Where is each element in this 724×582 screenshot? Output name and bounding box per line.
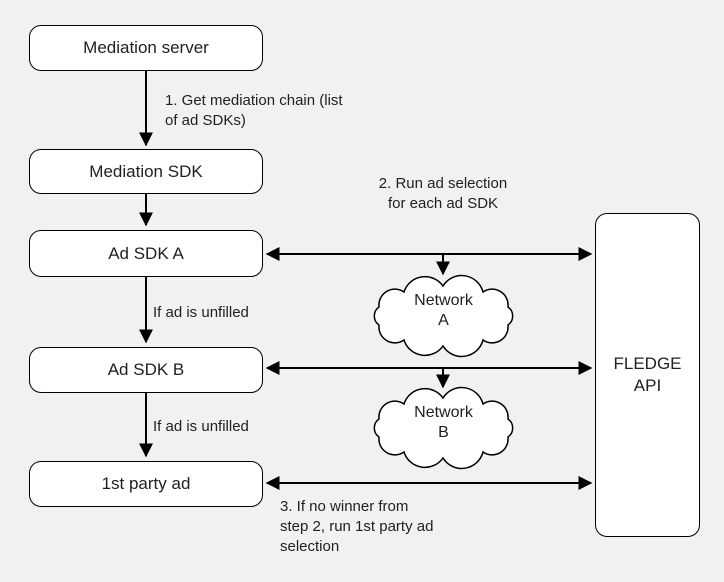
annotation-step3: 3. If no winner from step 2, run 1st par… — [280, 498, 434, 555]
network-a-letter: A — [438, 312, 449, 329]
node-fledge-api-label: FLEDGE API — [613, 354, 682, 395]
network-a-name: Network — [414, 292, 473, 309]
annotation-unfilled-b: If ad is unfilled — [153, 418, 249, 435]
node-mediation-server: Mediation server — [29, 25, 263, 71]
node-ad-sdk-a-label: Ad SDK A — [108, 243, 184, 263]
network-b-name: Network — [414, 404, 473, 421]
node-fledge-api: FLEDGE API — [595, 213, 700, 537]
annotation-unfilled-a: If ad is unfilled — [153, 304, 249, 321]
node-first-party-ad: 1st party ad — [29, 461, 263, 507]
node-ad-sdk-a: Ad SDK A — [29, 230, 263, 277]
annotation-step2: 2. Run ad selection for each ad SDK — [378, 175, 508, 212]
network-b-letter: B — [438, 424, 449, 441]
node-mediation-sdk: Mediation SDK — [29, 149, 263, 194]
network-b-cloud — [373, 386, 514, 470]
annotation-step1: 1. Get mediation chain (list of ad SDKs) — [165, 92, 343, 129]
node-mediation-server-label: Mediation server — [83, 38, 209, 57]
node-first-party-ad-label: 1st party ad — [101, 474, 191, 493]
node-ad-sdk-b-label: Ad SDK B — [107, 360, 185, 379]
network-b-label: Network B — [371, 403, 516, 443]
node-mediation-sdk-label: Mediation SDK — [89, 161, 203, 181]
network-a-cloud — [373, 274, 514, 358]
network-a-label: Network A — [371, 291, 516, 331]
node-ad-sdk-b: Ad SDK B — [29, 347, 263, 393]
